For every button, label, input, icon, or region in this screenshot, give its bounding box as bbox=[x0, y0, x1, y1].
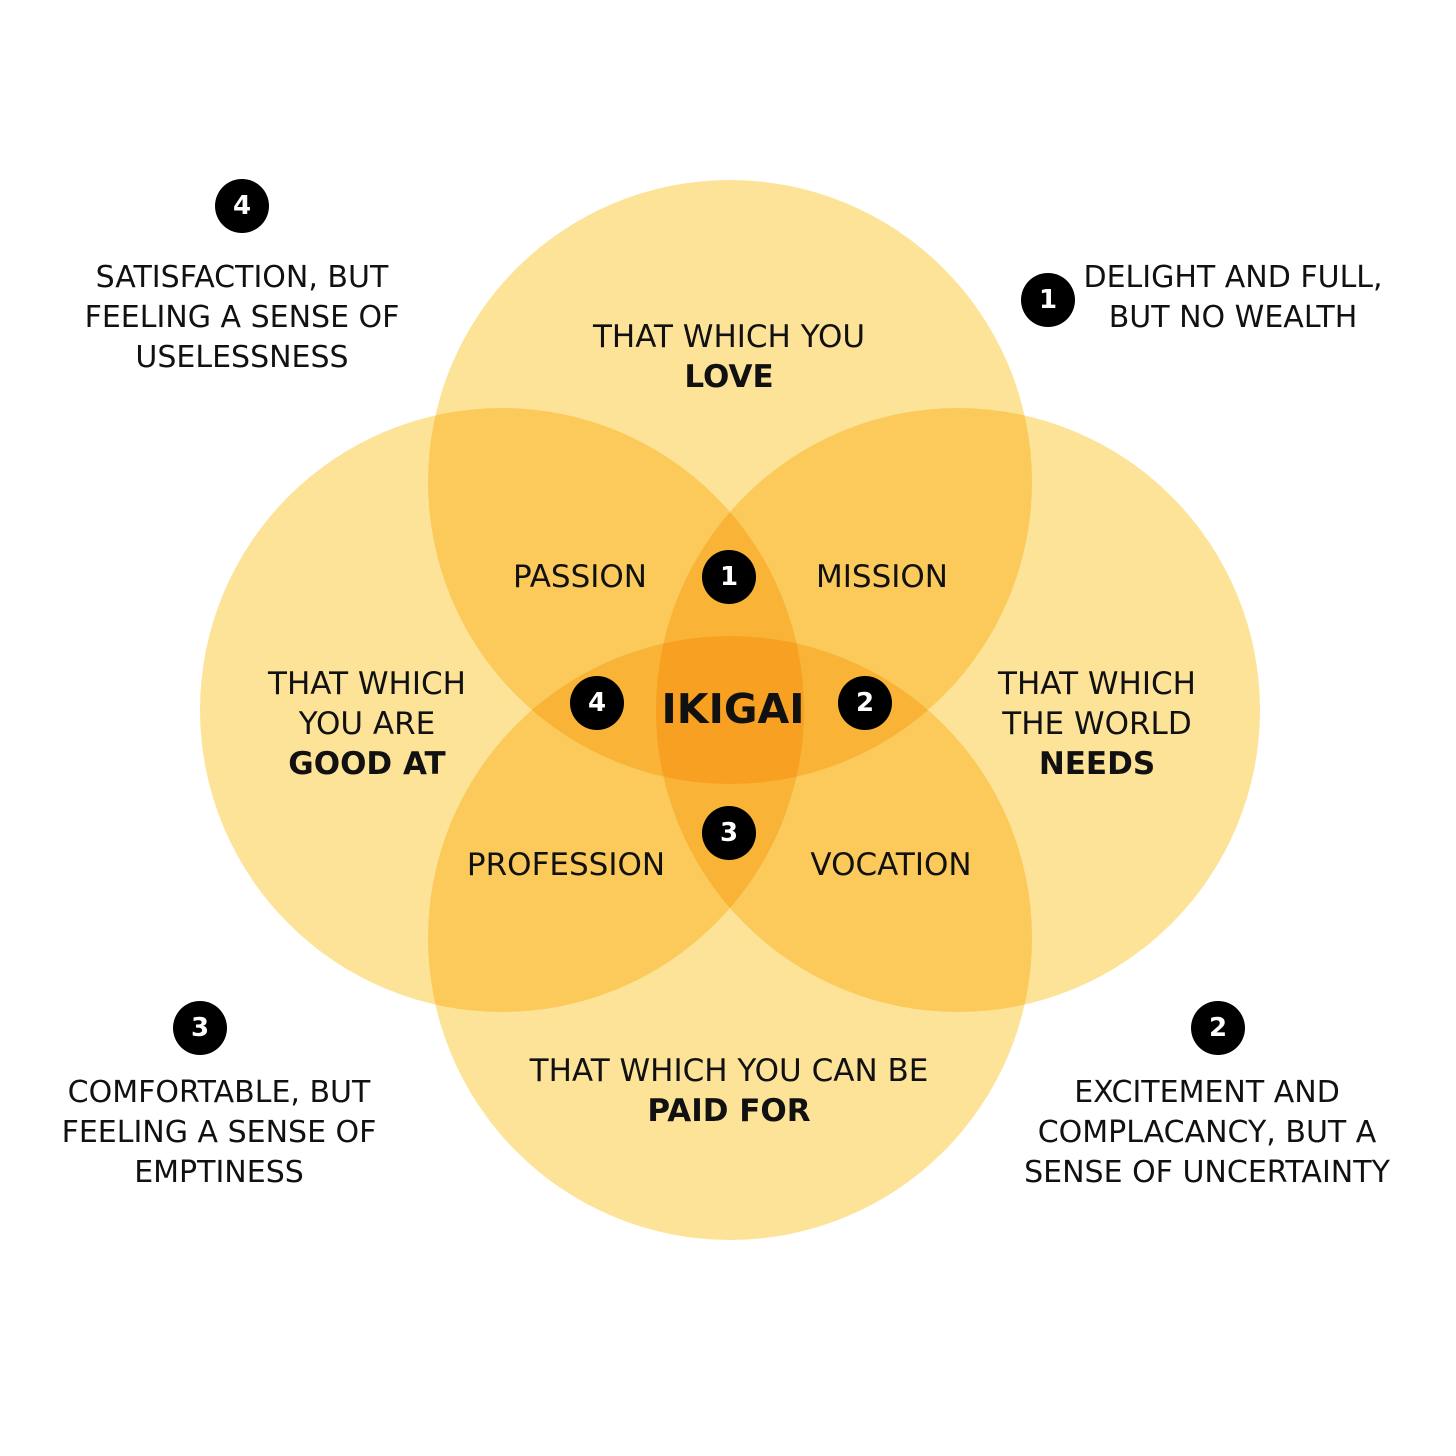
label-love: THAT WHICH YOU LOVE bbox=[593, 317, 865, 397]
note-2-line-3: SENSE OF UNCERTAINTY bbox=[1024, 1155, 1390, 1190]
note-2-badge: 2 bbox=[1191, 1001, 1245, 1055]
note-3-line-2: FEELING A SENSE OF bbox=[61, 1115, 377, 1150]
label-profession: PROFESSION bbox=[466, 847, 666, 883]
label-love-bold: LOVE bbox=[684, 359, 774, 395]
inner-badge-1: 1 bbox=[702, 550, 756, 604]
note-1-line-2: BUT NO WEALTH bbox=[1108, 300, 1358, 335]
label-good-at: THAT WHICH YOU ARE GOOD AT bbox=[268, 664, 466, 784]
note-3-line-1: COMFORTABLE, BUT bbox=[67, 1075, 371, 1110]
label-needs-bold: NEEDS bbox=[1038, 746, 1156, 782]
inner-badge-4: 4 bbox=[570, 676, 624, 730]
label-good-at-bold: GOOD AT bbox=[288, 746, 446, 782]
note-1-line-1: DELIGHT AND FULL, bbox=[1083, 260, 1383, 295]
note-1-badge: 1 bbox=[1021, 273, 1075, 327]
label-needs-line-2: THE WORLD bbox=[1002, 706, 1192, 742]
label-good-at-line-1: THAT WHICH bbox=[268, 666, 466, 702]
note-4-badge: 4 bbox=[215, 179, 269, 233]
label-needs-line-1: THAT WHICH bbox=[998, 666, 1196, 702]
label-vocation: VOCATION bbox=[810, 847, 972, 883]
note-2-line-1: EXCITEMENT AND bbox=[1074, 1075, 1340, 1110]
note-4-text: SATISFACTION, BUT FEELING A SENSE OF USE… bbox=[85, 258, 400, 378]
note-3-line-3: EMPTINESS bbox=[134, 1155, 304, 1190]
center-ikigai: IKIGAI bbox=[661, 685, 805, 733]
label-mission: MISSION bbox=[816, 559, 948, 595]
note-2-line-2: COMPLACANCY, BUT A bbox=[1037, 1115, 1377, 1150]
note-2-text: EXCITEMENT AND COMPLACANCY, BUT A SENSE … bbox=[1024, 1073, 1390, 1193]
note-4-line-3: USELESSNESS bbox=[135, 340, 349, 375]
note-3-text: COMFORTABLE, BUT FEELING A SENSE OF EMPT… bbox=[62, 1073, 377, 1193]
note-3-badge: 3 bbox=[173, 1001, 227, 1055]
label-needs: THAT WHICH THE WORLD NEEDS bbox=[998, 664, 1196, 784]
circle-paid-for bbox=[428, 636, 1032, 1240]
inner-badge-2: 2 bbox=[838, 676, 892, 730]
note-4-line-2: FEELING A SENSE OF bbox=[84, 300, 400, 335]
label-paid-for-line-1: THAT WHICH YOU CAN BE bbox=[529, 1053, 929, 1089]
note-4-line-1: SATISFACTION, BUT bbox=[95, 260, 389, 295]
note-1-text: DELIGHT AND FULL, BUT NO WEALTH bbox=[1083, 258, 1382, 338]
label-paid-for-bold: PAID FOR bbox=[647, 1093, 811, 1129]
label-passion: PASSION bbox=[512, 559, 648, 595]
inner-badge-3: 3 bbox=[702, 806, 756, 860]
label-good-at-line-2: YOU ARE bbox=[298, 706, 436, 742]
label-paid-for: THAT WHICH YOU CAN BE PAID FOR bbox=[530, 1051, 929, 1131]
label-love-line-1: THAT WHICH YOU bbox=[592, 319, 866, 355]
